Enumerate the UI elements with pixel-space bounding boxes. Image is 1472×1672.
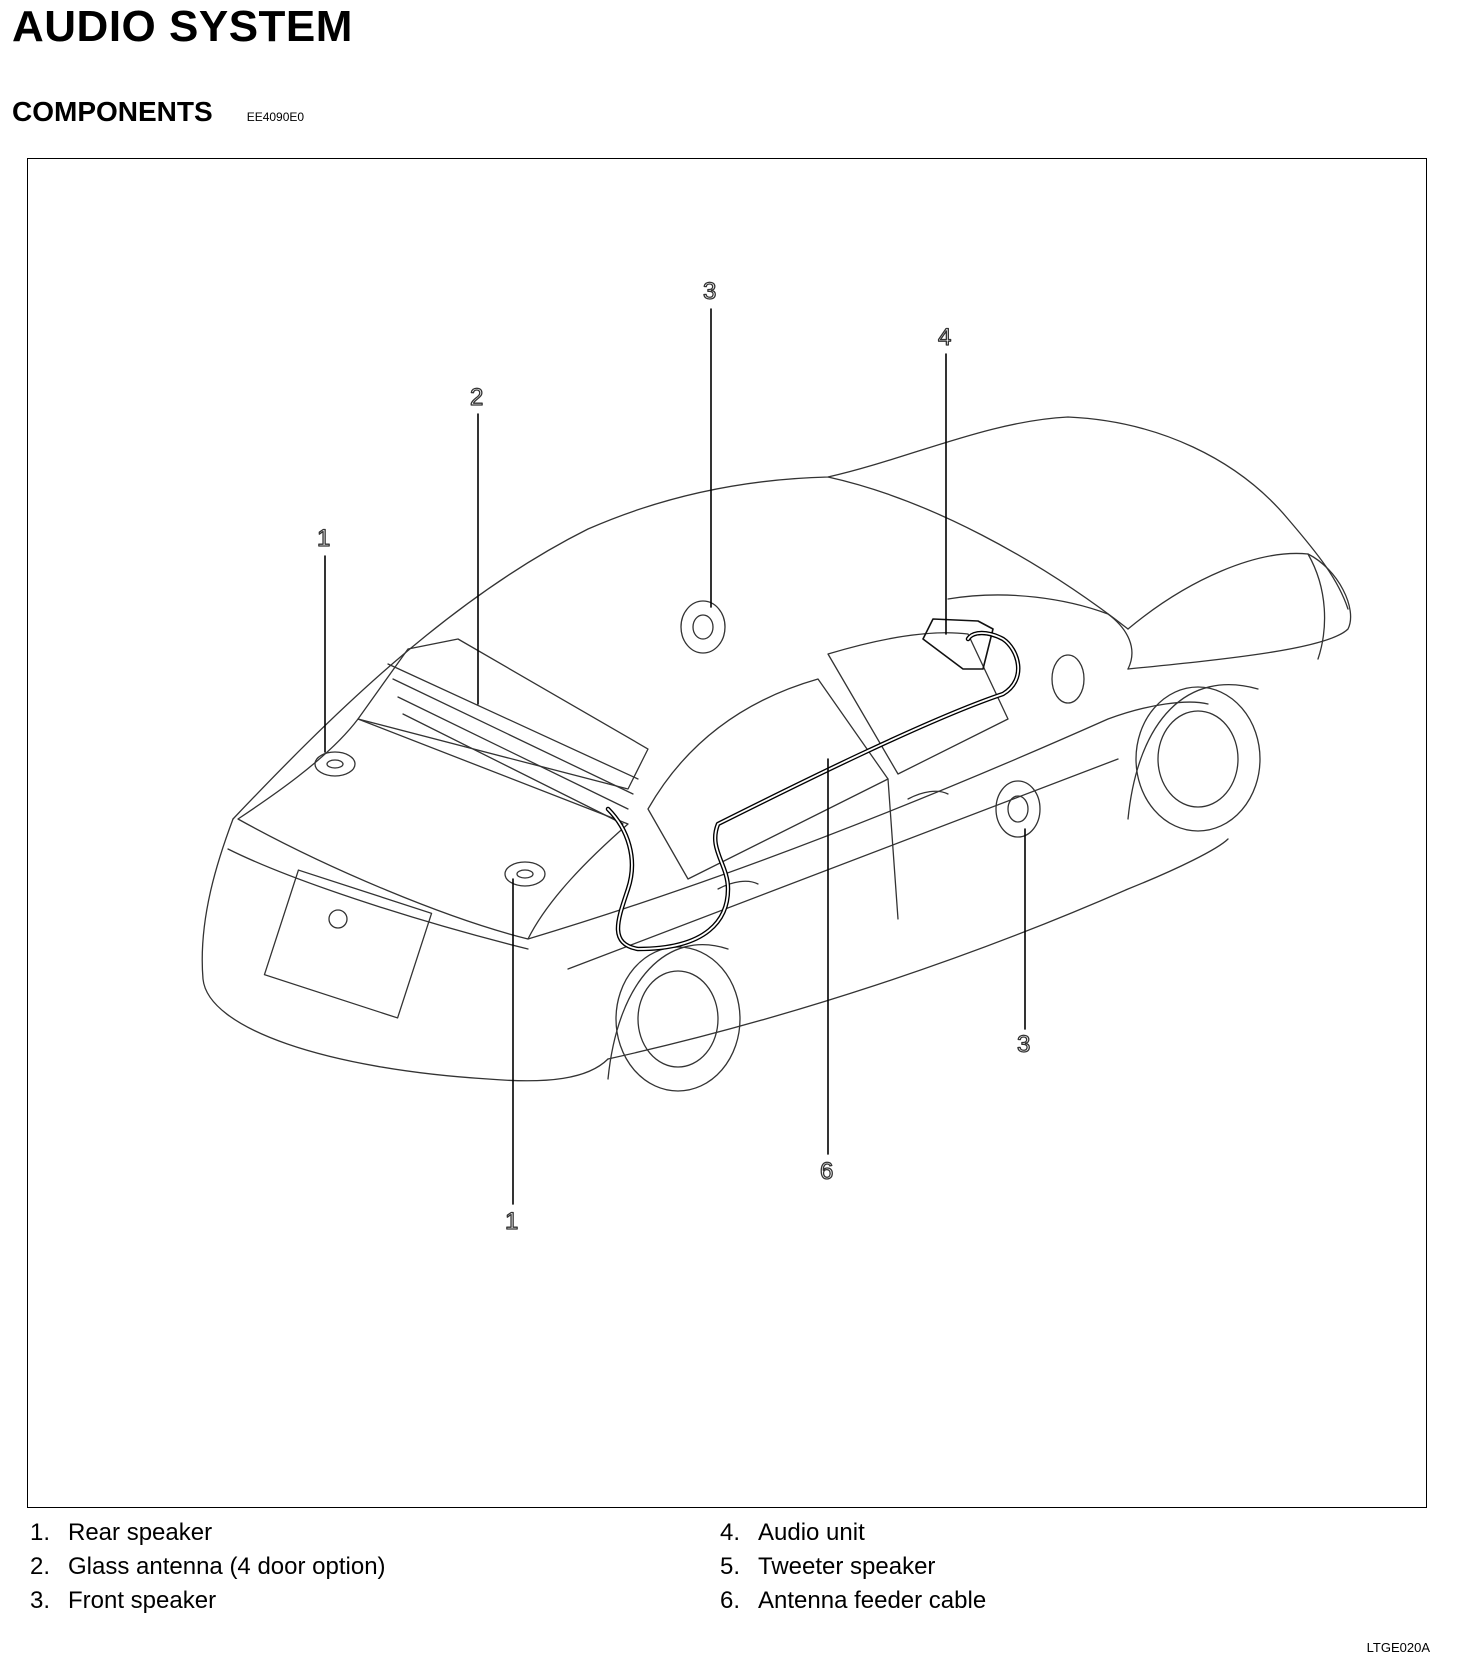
legend-label: Rear speaker: [68, 1519, 213, 1546]
front-speaker-top-shape: [680, 600, 726, 654]
legend-right: 4. Audio unit 5. Tweeter speaker 6. Ante…: [720, 1516, 986, 1618]
callout-antenna-feeder-cable: 6: [820, 1158, 833, 1185]
legend-item: 5. Tweeter speaker: [720, 1550, 986, 1584]
legend-label: Audio unit: [758, 1519, 865, 1546]
legend-item: 6. Antenna feeder cable: [720, 1584, 986, 1618]
car-illustration: 1 2 3 4 1 6 3: [201, 277, 1352, 1236]
legend-label: Front speaker: [68, 1587, 217, 1614]
antenna-feeder-cable-shape: [605, 630, 1021, 952]
callout-glass-antenna: 2: [470, 384, 483, 411]
section-header: COMPONENTS EE4090E0: [12, 96, 304, 128]
legend-number: 4.: [720, 1519, 741, 1546]
leader-lines: [324, 308, 1026, 1205]
rear-speaker-right-shape: [504, 861, 546, 887]
legend-label: Antenna feeder cable: [758, 1587, 987, 1614]
car-body-outline: [201, 416, 1352, 1092]
legend-item: 1. Rear speaker: [30, 1516, 386, 1550]
legend-number: 6.: [720, 1587, 741, 1614]
component-diagram: 1 2 3 4 1 6 3: [27, 158, 1427, 1508]
legend-item: 2. Glass antenna (4 door option): [30, 1550, 386, 1584]
page-title: AUDIO SYSTEM: [12, 2, 353, 51]
legend-label: Tweeter speaker: [758, 1553, 936, 1580]
legend-number: 3.: [30, 1587, 51, 1614]
legend-left: 1. Rear speaker 2. Glass antenna (4 door…: [30, 1516, 386, 1618]
section-title: COMPONENTS: [12, 96, 213, 127]
legend-item: 3. Front speaker: [30, 1584, 386, 1618]
callout-audio-unit: 4: [938, 324, 951, 351]
figure-reference: LTGE020A: [1366, 1640, 1430, 1655]
callout-rear-speaker-left: 1: [317, 525, 330, 552]
legend-label: Glass antenna (4 door option): [68, 1553, 386, 1580]
callout-front-speaker-door: 3: [1017, 1031, 1030, 1058]
legend-number: 2.: [30, 1553, 51, 1580]
legend-number: 1.: [30, 1519, 51, 1546]
audio-unit-shape: [922, 618, 994, 670]
callout-front-speaker-top: 3: [703, 278, 716, 305]
section-code: EE4090E0: [246, 110, 305, 124]
rear-speaker-left-shape: [314, 751, 356, 777]
front-speaker-door-shape: [995, 780, 1041, 838]
legend-number: 5.: [720, 1553, 741, 1580]
legend-item: 4. Audio unit: [720, 1516, 986, 1550]
callout-rear-speaker-right: 1: [505, 1208, 518, 1235]
